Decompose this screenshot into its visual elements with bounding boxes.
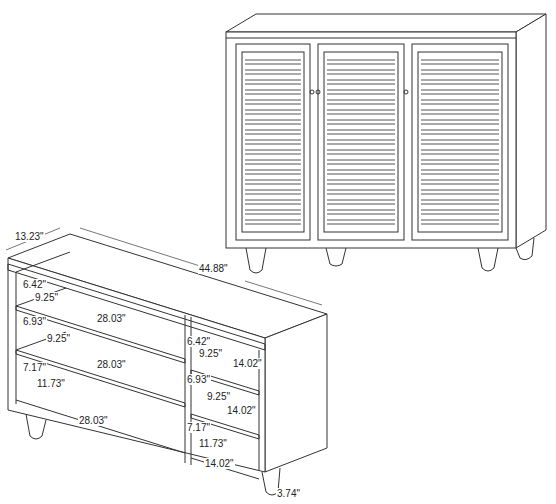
louver-slat [327, 60, 395, 64]
louver-slat [245, 140, 301, 144]
louver-slat [421, 120, 499, 124]
louver-slat [245, 190, 301, 194]
dimension-label: 7.17" [186, 422, 211, 433]
louver-slat [245, 60, 301, 64]
louver-slat [327, 130, 395, 134]
louver-slat [327, 90, 395, 94]
louver-slat [327, 180, 395, 184]
louver-slat [245, 200, 301, 204]
closed-cabinet [226, 14, 546, 273]
dimension-label: 9.25" [34, 292, 59, 303]
louver-slat [421, 180, 499, 184]
louver-slat [327, 100, 395, 104]
louver-slat [327, 190, 395, 194]
louver-slat [245, 80, 301, 84]
louver-slat [327, 70, 395, 74]
louver-slat [327, 80, 395, 84]
louver-slat [327, 200, 395, 204]
dimension-label: 6.42" [22, 279, 47, 290]
dimension-label: 44.88" [198, 263, 229, 274]
louver-slat [245, 160, 301, 164]
louver-slat [245, 120, 301, 124]
louver-slat [327, 140, 395, 144]
louver-slat [245, 170, 301, 174]
louver-slat [421, 200, 499, 204]
dimension-label: 14.02" [232, 358, 263, 369]
dimension-label: 6.42" [186, 336, 211, 347]
dimension-label: 9.25" [206, 391, 231, 402]
louver-slat [421, 140, 499, 144]
louver-slat [421, 90, 499, 94]
louver-slat [421, 160, 499, 164]
louver-slat [245, 210, 301, 214]
louver-slat [421, 150, 499, 154]
dimension-label: 6.93" [22, 316, 47, 327]
dimension-label: 28.03" [96, 313, 127, 324]
louver-slat [245, 70, 301, 74]
louver-slat [327, 160, 395, 164]
louver-slat [245, 150, 301, 154]
open-cabinet [6, 228, 327, 495]
dimension-label: 28.03" [78, 415, 109, 426]
louver-slat [421, 70, 499, 74]
louver-slat [245, 220, 301, 224]
louver-slat [327, 150, 395, 154]
louver-slat [245, 180, 301, 184]
dimension-label: 11.73" [36, 378, 66, 389]
louver-slat [421, 220, 499, 224]
louver-slat [421, 170, 499, 174]
dimension-label: 7.17" [22, 362, 47, 373]
louver-slat [327, 210, 395, 214]
dimension-label: 9.25" [46, 333, 71, 344]
dimension-label: 3.74" [276, 488, 301, 499]
dimension-label: 13.23" [14, 231, 45, 242]
louver-slat [327, 170, 395, 174]
dimension-label: 11.73" [198, 438, 228, 449]
louver-slat [327, 120, 395, 124]
louver-slat [327, 110, 395, 114]
louver-slat [421, 80, 499, 84]
louver-slat [245, 110, 301, 114]
louver-slat [327, 220, 395, 224]
louver-slat [421, 190, 499, 194]
dimension-label: 6.93" [186, 374, 211, 385]
louver-slat [421, 100, 499, 104]
louver-slat [421, 210, 499, 214]
louver-slat [421, 110, 499, 114]
dimension-label: 28.03" [96, 359, 127, 370]
louver-slat [421, 60, 499, 64]
dimension-label: 14.02" [204, 458, 235, 469]
dimension-label: 14.02" [226, 405, 257, 416]
louver-slat [245, 90, 301, 94]
dimension-label: 9.25" [198, 348, 223, 359]
louver-slat [245, 130, 301, 134]
louver-slat [421, 130, 499, 134]
louver-slat [245, 100, 301, 104]
